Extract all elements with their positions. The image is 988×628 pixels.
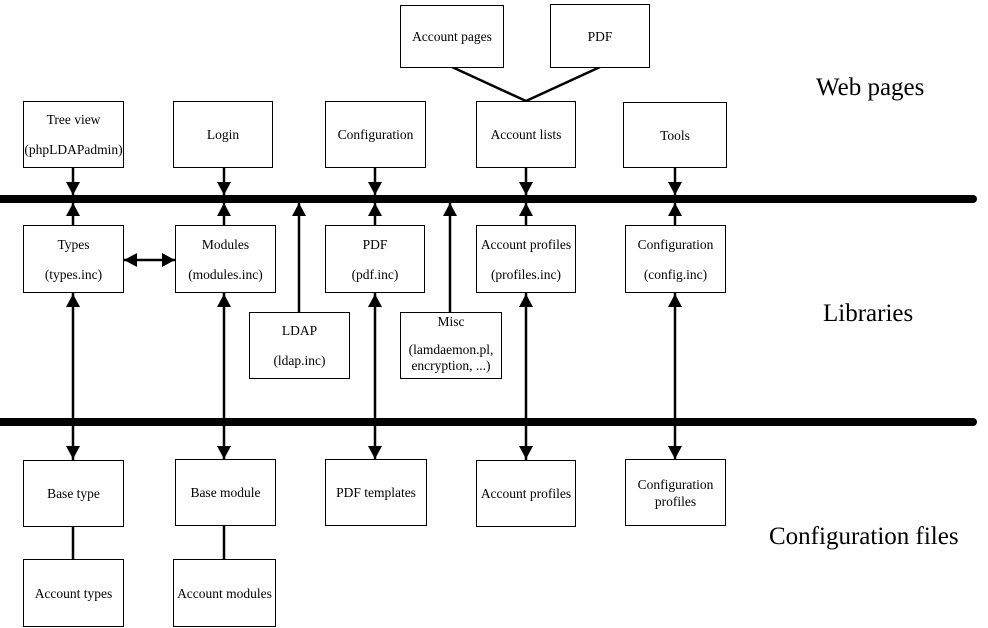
box-label: Configuration (637, 476, 714, 492)
connector-account-pages-to-account-lists (451, 65, 527, 103)
box-ldap-lib: LDAP (ldap.inc) (249, 312, 350, 379)
box-label: Account profiles (480, 486, 572, 501)
section-label-web-pages: Web pages (816, 74, 925, 101)
box-label: Types (57, 236, 90, 252)
connector-types-modules (124, 253, 175, 267)
connector-column-treeview (66, 162, 80, 460)
connector-column-account-lists (519, 162, 533, 460)
box-label: PDF (362, 236, 388, 252)
box-pdf-pages: PDF (550, 4, 650, 68)
section-label-configuration-files: Configuration files (769, 523, 959, 550)
box-sublabel: (config.inc) (643, 266, 708, 282)
box-account-pages: Account pages (400, 5, 504, 68)
box-sublabel: (lamdaemon.pl, (408, 342, 494, 357)
box-label: Tools (660, 127, 690, 143)
box-sublabel: (ldap.inc) (273, 353, 326, 368)
box-pdf-templates: PDF templates (325, 459, 427, 526)
box-label: Modules (201, 236, 250, 252)
box-sublabel: (phpLDAPadmin) (24, 142, 123, 157)
box-sublabel: (pdf.inc) (351, 266, 399, 282)
box-sublabel: (profiles.inc) (490, 266, 562, 282)
box-misc-lib: Misc (lamdaemon.pl, encryption, ...) (400, 312, 502, 379)
box-label: Account lists (490, 127, 562, 142)
box-label: Tree view (46, 112, 101, 127)
box-configuration-profiles: Configuration profiles (625, 459, 726, 526)
box-label: Account profiles (480, 236, 572, 252)
box-sublabel: profiles (654, 493, 697, 509)
box-label: Base type (47, 486, 100, 501)
connector-column-configuration (368, 162, 382, 460)
box-account-types: Account types (23, 559, 124, 627)
box-label: Account modules (177, 585, 272, 601)
box-label: Account pages (412, 29, 492, 44)
connector-column-login (217, 162, 231, 460)
box-types-lib: Types (types.inc) (23, 225, 124, 293)
box-tree-view: Tree view (phpLDAPadmin) (23, 101, 124, 168)
box-label: Misc (437, 314, 465, 329)
box-sublabel: (modules.inc) (188, 266, 263, 282)
box-account-modules: Account modules (173, 559, 276, 627)
box-configuration-lib: Configuration (config.inc) (625, 225, 726, 293)
box-account-profiles-lib: Account profiles (profiles.inc) (476, 225, 576, 293)
box-configuration-page: Configuration (325, 101, 426, 168)
box-label: LDAP (281, 323, 318, 338)
box-label: PDF templates (336, 485, 416, 500)
box-pdf-lib: PDF (pdf.inc) (325, 225, 425, 293)
box-modules-lib: Modules (modules.inc) (175, 225, 276, 293)
box-label: Configuration (337, 127, 414, 142)
connector-ldap-bus (292, 203, 306, 313)
box-tools: Tools (623, 102, 727, 168)
box-label: PDF (587, 28, 613, 44)
box-sublabel: (types.inc) (44, 266, 103, 282)
section-label-libraries: Libraries (823, 300, 914, 327)
box-label: Configuration (637, 236, 714, 252)
box-label: Account types (34, 585, 113, 601)
box-base-type: Base type (23, 460, 124, 527)
box-base-module: Base module (175, 459, 276, 526)
connector-misc-bus (443, 203, 457, 313)
box-label: Login (206, 127, 240, 142)
connector-column-tools (668, 162, 682, 460)
box-account-lists: Account lists (476, 101, 576, 168)
connector-pdf-to-account-lists (525, 65, 601, 103)
box-account-profiles-cfg: Account profiles (476, 460, 576, 527)
box-label: Base module (190, 485, 261, 500)
box-sublabel: encryption, ...) (411, 358, 491, 373)
box-login: Login (173, 101, 273, 168)
